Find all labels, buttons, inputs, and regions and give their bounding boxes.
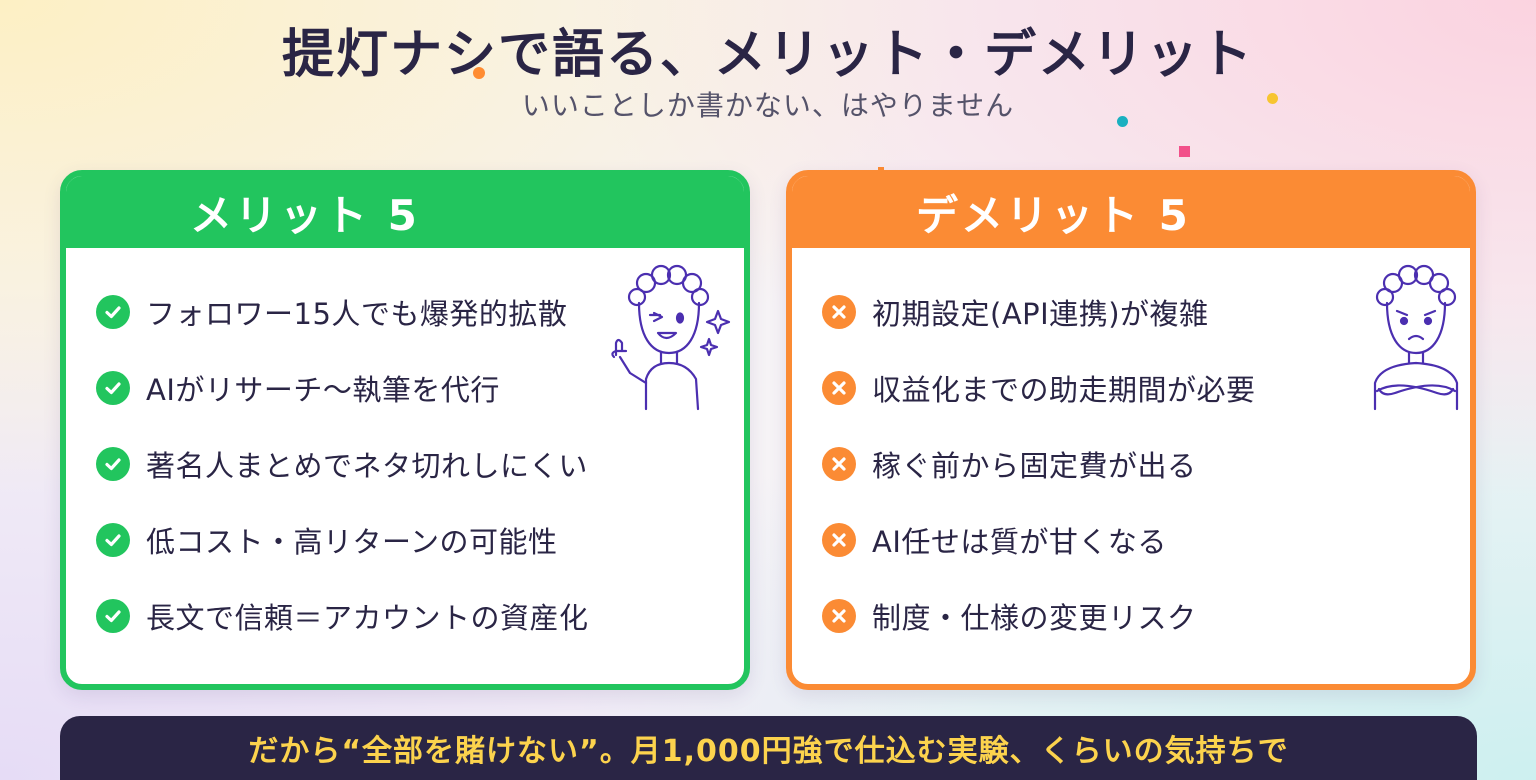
winking-character-icon [611, 264, 731, 411]
check-circle-icon [96, 371, 130, 405]
check-circle-icon [96, 447, 130, 481]
demerit-item-label: 収益化までの助走期間が必要 [872, 373, 1256, 407]
merit-heading: メリット 5 [66, 176, 744, 248]
confetti-square [1179, 146, 1190, 157]
footer-banner: だから“全部を賭けない”。月1,000円強で仕込む実験、くらいの気持ちで [60, 716, 1477, 780]
check-circle-icon [96, 523, 130, 557]
demerit-heading: デメリット 5 [792, 176, 1470, 248]
merit-item-label: 低コスト・高リターンの可能性 [146, 525, 558, 559]
merit-list: フォロワー15人でも爆発的拡散 AIがリサーチ～執筆を代行 著名人まとめでネタ切… [66, 248, 744, 654]
merit-item: 長文で信頼＝アカウントの資産化 [66, 578, 744, 654]
demerit-item: 制度・仕様の変更リスク [792, 578, 1470, 654]
merit-item-label: AIがリサーチ～執筆を代行 [146, 373, 500, 407]
merit-item: 著名人まとめでネタ切れしにくい [66, 426, 744, 502]
merit-item-label: 著名人まとめでネタ切れしにくい [146, 449, 588, 483]
merit-item-label: フォロワー15人でも爆発的拡散 [146, 297, 568, 331]
footer-message: だから“全部を賭けない”。月1,000円強で仕込む実験、くらいの気持ちで [248, 734, 1289, 769]
demerit-item-label: 制度・仕様の変更リスク [872, 601, 1197, 635]
merit-item: AIがリサーチ～執筆を代行 [66, 350, 744, 426]
page-title: 提灯ナシで語る、メリット・デメリット [281, 25, 1254, 85]
demerit-item-label: 初期設定(API連携)が複雑 [872, 297, 1209, 331]
demerit-item-label: 稼ぐ前から固定費が出る [872, 449, 1197, 483]
x-circle-icon [822, 447, 856, 481]
merit-card: メリット 5 フォロワー15人でも爆発的拡散 AIがリサーチ～執筆を代行 著名人… [60, 170, 750, 690]
x-circle-icon [822, 295, 856, 329]
confetti-dot [473, 67, 485, 79]
confetti-dot [1117, 116, 1128, 127]
check-circle-icon [96, 599, 130, 633]
x-circle-icon [822, 523, 856, 557]
merit-item: フォロワー15人でも爆発的拡散 [66, 274, 744, 350]
x-circle-icon [822, 599, 856, 633]
merit-item: 低コスト・高リターンの可能性 [66, 502, 744, 578]
demerit-item: 稼ぐ前から固定費が出る [792, 426, 1470, 502]
x-circle-icon [822, 371, 856, 405]
demerit-list: 初期設定(API連携)が複雑 収益化までの助走期間が必要 稼ぐ前から固定費が出る… [792, 248, 1470, 654]
demerit-item-label: AI任せは質が甘くなる [872, 525, 1167, 559]
check-circle-icon [96, 295, 130, 329]
merit-item-label: 長文で信頼＝アカウントの資産化 [146, 601, 589, 635]
demerit-item: AI任せは質が甘くなる [792, 502, 1470, 578]
page-subtitle: いいことしか書かない、はやりません [521, 89, 1015, 122]
demerit-item: 初期設定(API連携)が複雑 [792, 274, 1470, 350]
worried-character-icon [1373, 264, 1459, 411]
confetti-dot [1267, 93, 1278, 104]
demerit-card: デメリット 5 初期設定(API連携)が複雑 収益化までの助走期間が必要 稼ぐ前… [786, 170, 1476, 690]
demerit-item: 収益化までの助走期間が必要 [792, 350, 1470, 426]
